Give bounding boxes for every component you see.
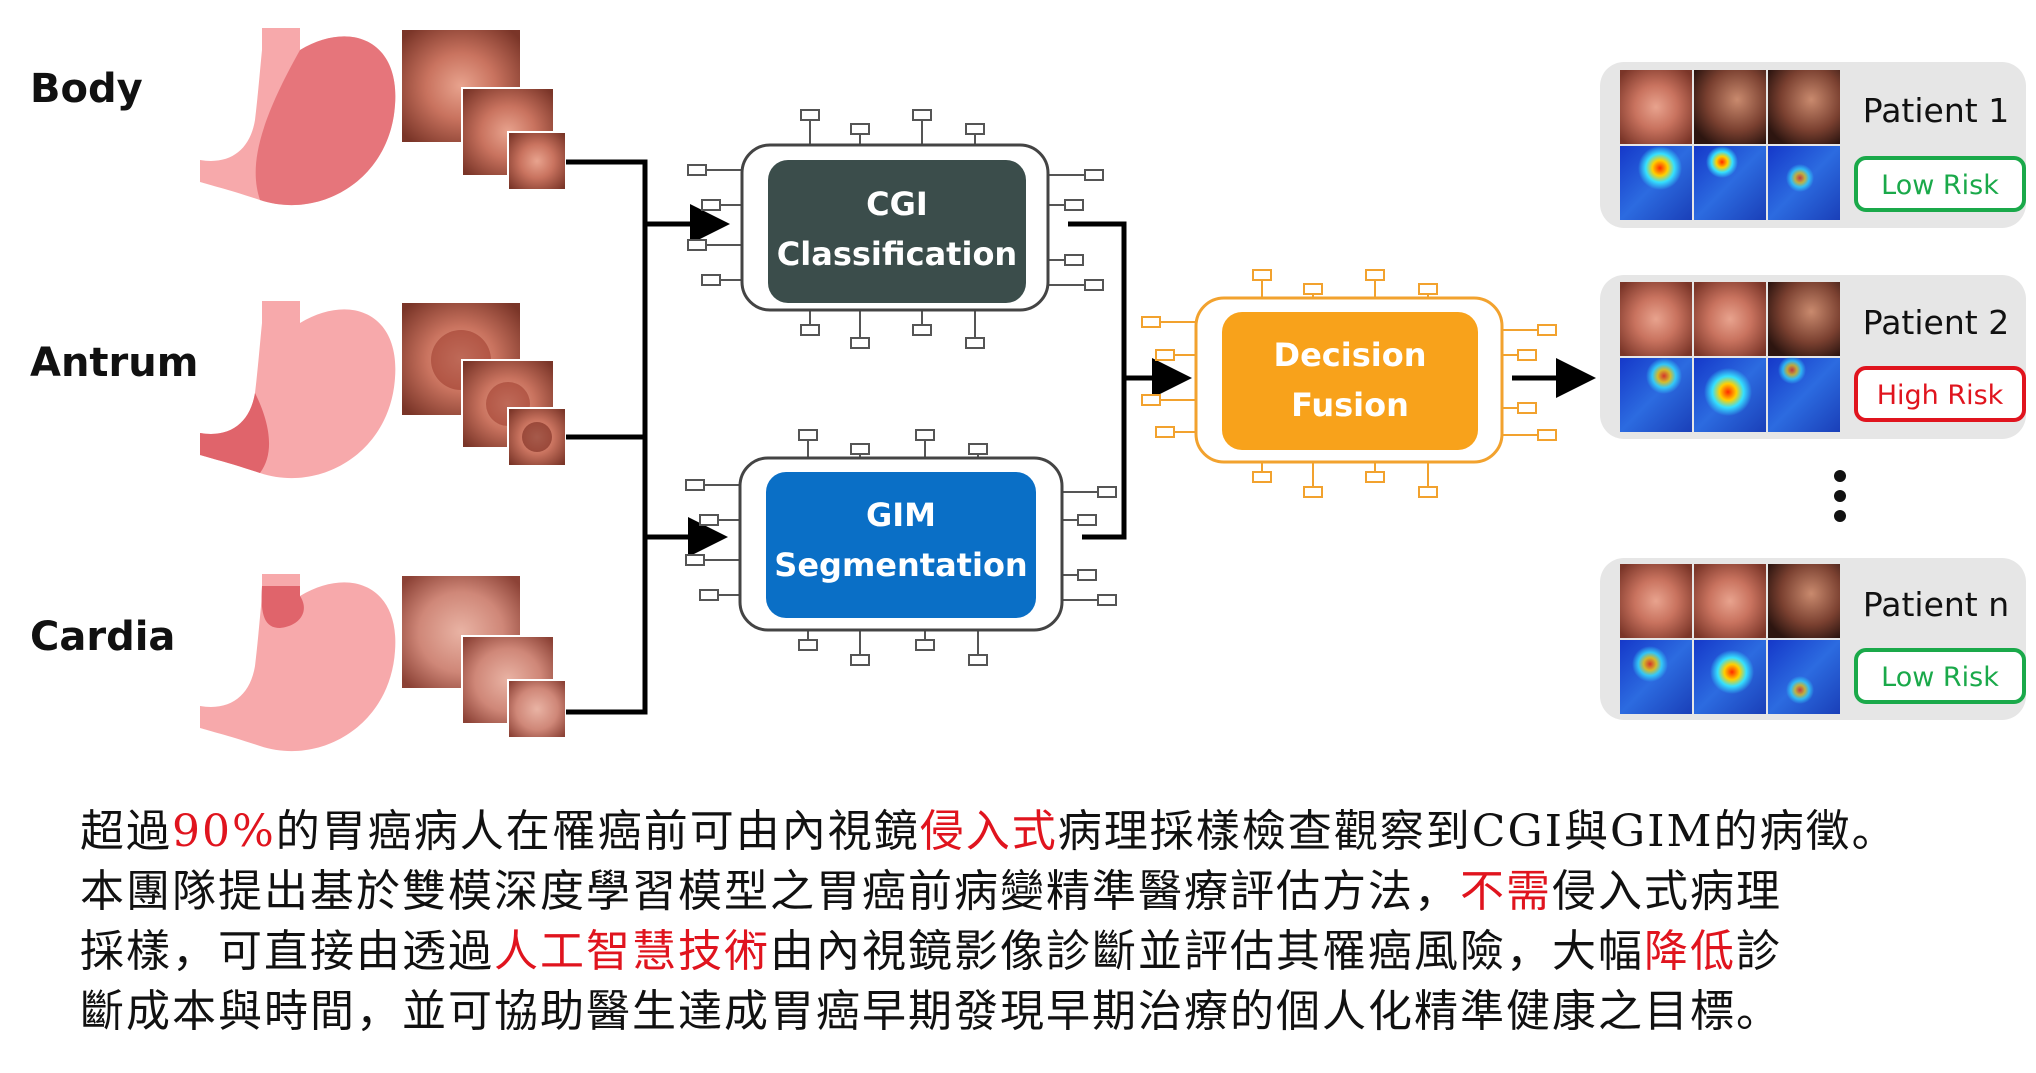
caption-segment: 侵入式病理 [1552, 866, 1782, 917]
caption-highlight: 降低 [1644, 926, 1736, 977]
patient-panel: Patient 1 Low Risk [1600, 62, 2026, 228]
patient-label: Patient n [1863, 585, 2009, 624]
decision-fusion-node: Decision Fusion [1141, 269, 1557, 498]
patient-label: Patient 1 [1863, 91, 2009, 130]
caption-segment: 超過 [80, 806, 172, 857]
region-label-antrum: Antrum [30, 340, 198, 386]
more-patients-ellipsis [1834, 470, 1846, 522]
caption-highlight: 90% [172, 806, 276, 857]
endoscopy-stack-cardia [402, 576, 567, 739]
caption-line: 本團隊提出基於雙模深度學習模型之胃癌前病變精準醫療評估方法，不需侵入式病理 [80, 862, 2010, 922]
patient-panel: Patient 2 High Risk [1600, 275, 2026, 439]
caption-highlight: 不需 [1460, 866, 1552, 917]
patient-panel: Patient n Low Risk [1600, 558, 2026, 720]
pipeline-diagram: Body Antrum Cardia CGI [30, 28, 2026, 752]
cgi-classification-node: CGI Classification [687, 109, 1104, 349]
caption-segment: 由內視鏡影像診斷並評估其罹癌風險，大幅 [770, 926, 1644, 977]
caption-highlight: 侵入式 [919, 806, 1058, 857]
input-connectors [566, 159, 730, 715]
caption-segment: 本團隊提出基於雙模深度學習模型之胃癌前病變精準醫療評估方法， [80, 866, 1460, 917]
risk-badge: Low Risk [1881, 170, 1999, 201]
gim-label-line2: Segmentation [774, 546, 1027, 584]
fusion-label-line1: Decision [1274, 336, 1427, 374]
stomach-cardia-icon [200, 574, 396, 752]
stomach-body-icon [200, 28, 396, 206]
region-label-body: Body [30, 66, 143, 112]
gim-label-line1: GIM [866, 496, 936, 534]
fusion-label-line2: Fusion [1291, 386, 1409, 424]
region-label-cardia: Cardia [30, 614, 175, 660]
stomach-antrum-icon [200, 301, 396, 479]
cgi-label-line1: CGI [866, 185, 928, 223]
gim-segmentation-node: GIM Segmentation [685, 429, 1117, 666]
caption-highlight: 人工智慧技術 [494, 926, 770, 977]
caption-segment: 病理採樣檢查觀察到CGI與GIM的病徵。 [1057, 806, 1898, 857]
cgi-label-line2: Classification [777, 235, 1017, 273]
risk-badge: High Risk [1877, 380, 2004, 411]
patient-label: Patient 2 [1863, 303, 2009, 342]
caption-segment: 的胃癌病人在罹癌前可由內視鏡 [275, 806, 920, 857]
fusion-connectors [1068, 221, 1596, 540]
caption-line: 超過90%的胃癌病人在罹癌前可由內視鏡侵入式病理採樣檢查觀察到CGI與GIM的病… [80, 802, 2010, 862]
caption-segment: 診 [1736, 926, 1782, 977]
caption-line: 斷成本與時間，並可協助醫生達成胃癌早期發現早期治療的個人化精準健康之目標。 [80, 982, 2010, 1042]
endoscopy-stack-antrum [402, 303, 567, 467]
caption-segment: 採樣，可直接由透過 [80, 926, 494, 977]
caption-segment: 斷成本與時間，並可協助醫生達成胃癌早期發現早期治療的個人化精準健康之目標。 [80, 986, 1782, 1037]
endoscopy-stack-body [402, 30, 567, 191]
caption-line: 採樣，可直接由透過人工智慧技術由內視鏡影像診斷並評估其罹癌風險，大幅降低診 [80, 922, 2010, 982]
caption-text: 超過90%的胃癌病人在罹癌前可由內視鏡侵入式病理採樣檢查觀察到CGI與GIM的病… [80, 802, 2010, 1042]
risk-badge: Low Risk [1881, 662, 1999, 693]
